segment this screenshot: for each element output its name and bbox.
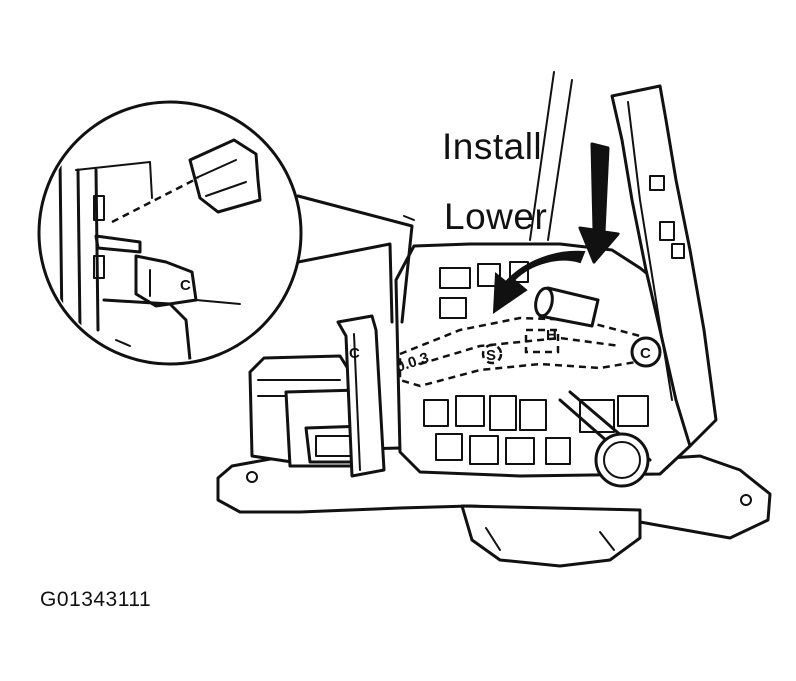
callout-leader [286, 194, 415, 324]
lower-label: Lower [444, 196, 548, 237]
figure-code: G01343111 [40, 588, 152, 611]
part-mark-c-left: C [349, 345, 360, 362]
install-label: Install [442, 126, 543, 167]
lower-arrow [492, 250, 586, 314]
shift-boot [460, 504, 642, 568]
part-mark-s: S [486, 347, 496, 364]
solenoid-block: C [248, 314, 386, 478]
bracket-body [394, 242, 692, 488]
detail-callout: C [37, 100, 303, 366]
part-mark-h: H [546, 327, 557, 344]
part-mark-c-detail: C [180, 277, 191, 294]
pivot-rod [534, 286, 600, 328]
shift-gate-plate [610, 84, 718, 448]
part-mark-c-right: C [640, 345, 651, 362]
install-arrow [578, 142, 620, 264]
column-lines [529, 71, 573, 241]
